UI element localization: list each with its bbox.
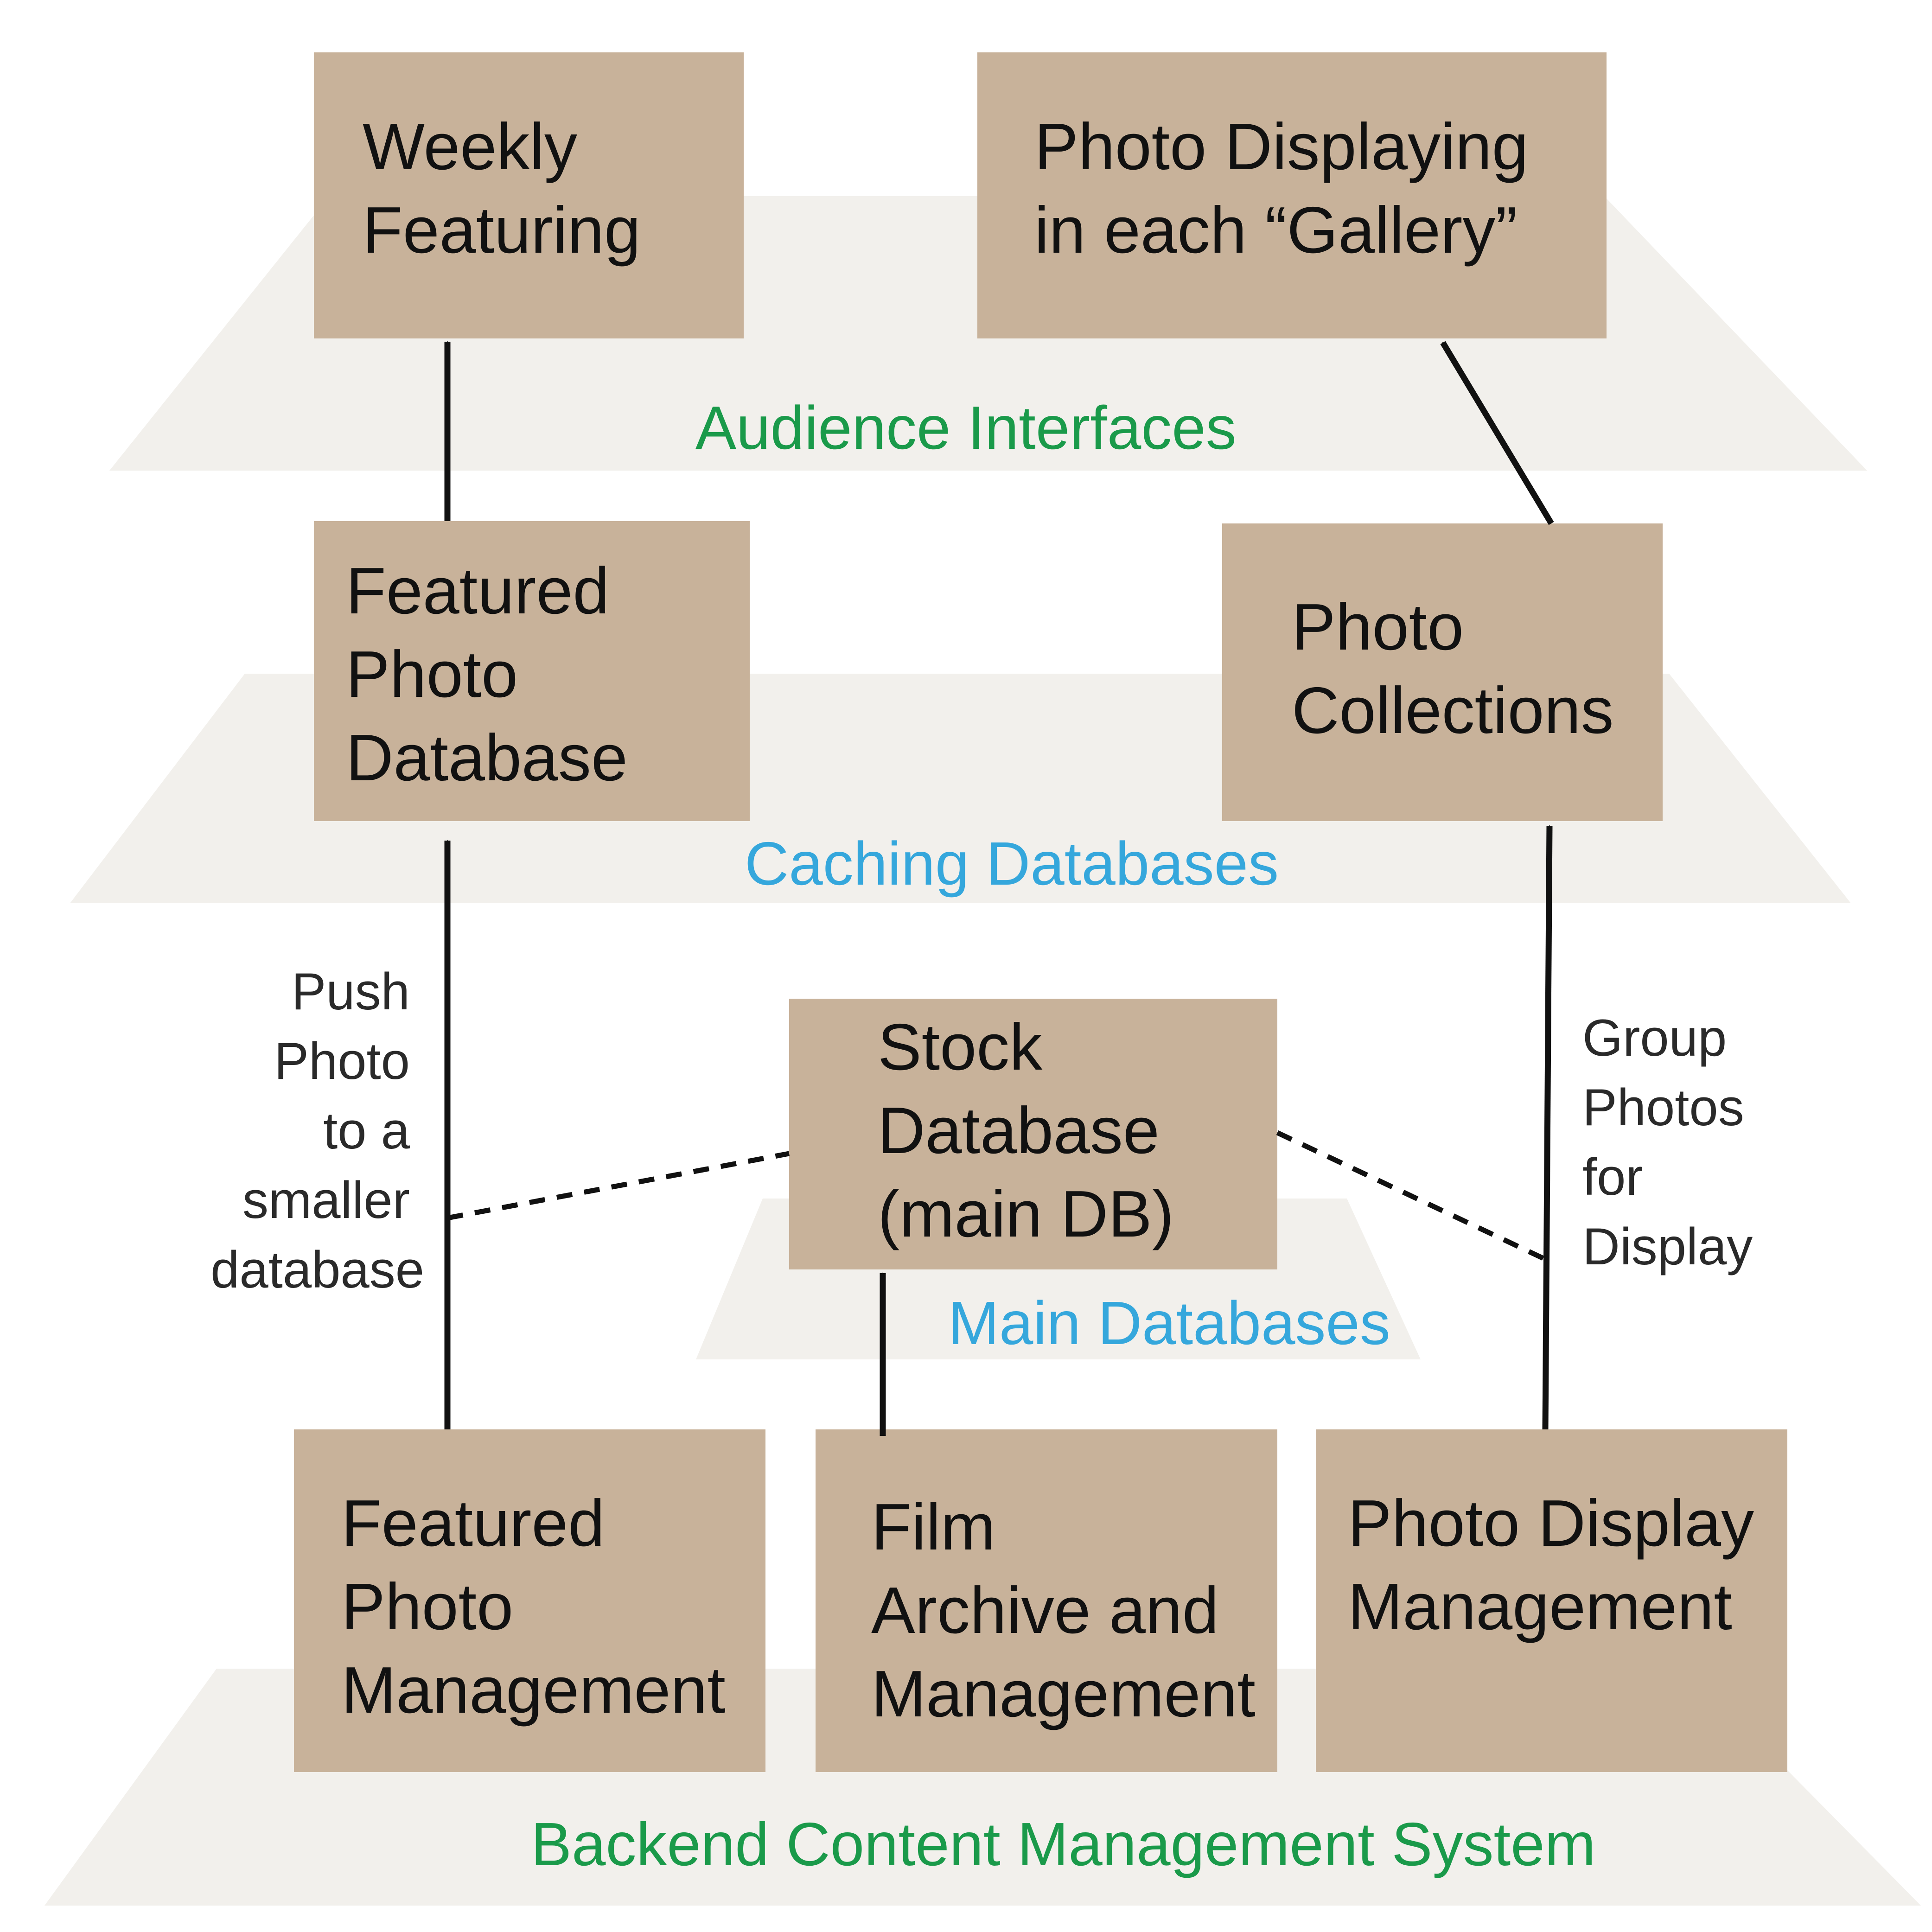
arrow-display-mgmt-to-collections (1542, 826, 1553, 1430)
featured-photo-database-box (314, 521, 750, 821)
group-photos-label: Group Photos for Display (1582, 1009, 1759, 1275)
photo-display-management-label: Photo Display Management (1348, 1486, 1773, 1644)
featured-photo-management-label: Featured Photo Management (341, 1486, 726, 1727)
stock-database-box (789, 999, 1277, 1269)
weekly-featuring-label: Weekly Featuring (363, 110, 641, 267)
photo-display-management-box (1316, 1429, 1787, 1772)
push-photo-label: Push Photo to a smaller database (210, 963, 424, 1299)
stock-database-label: Stock Database (main DB) (878, 1010, 1178, 1251)
featured-photo-management-box (294, 1429, 765, 1772)
weekly-featuring-box (314, 52, 744, 338)
dashed-link-right (1276, 1130, 1548, 1262)
photo-collections-label: Photo Collections (1292, 590, 1614, 747)
photo-displaying-label: Photo Displaying in each “Gallery” (1034, 110, 1547, 267)
dashed-link-left (446, 1151, 790, 1221)
film-archive-label: Film Archive and Management (871, 1490, 1256, 1731)
backend-cms-label: Backend Content Management System (531, 1810, 1596, 1878)
film-archive-box (816, 1429, 1277, 1772)
featured-photo-database-label: Featured Photo Database (346, 554, 628, 795)
caching-databases-label: Caching Databases (745, 829, 1279, 898)
photo-displaying-box (977, 52, 1607, 338)
audience-interfaces-label: Audience Interfaces (695, 394, 1237, 462)
photo-collections-box (1222, 523, 1663, 821)
arrow-collections-to-gallery (1440, 341, 1554, 525)
main-databases-label: Main Databases (948, 1289, 1390, 1357)
